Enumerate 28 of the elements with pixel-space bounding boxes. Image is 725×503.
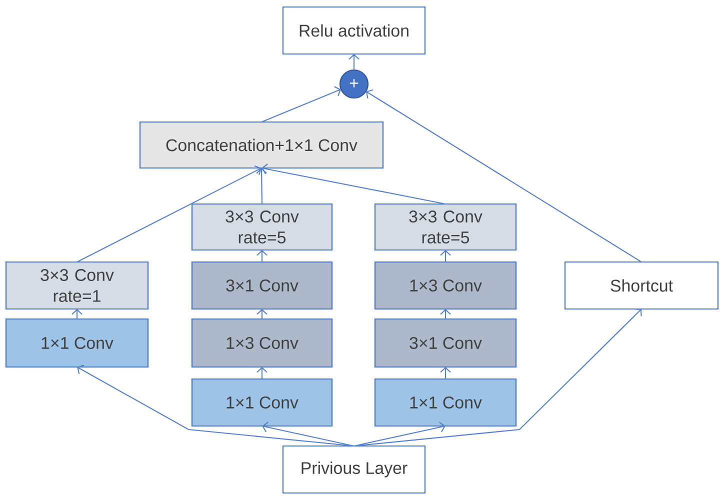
arrow [262,164,446,205]
arrow [348,54,360,70]
layer-box: 1×3 Conv [374,261,517,310]
layer-box: 1×1 Conv [5,318,149,368]
layer-box: Relu activation [282,6,426,55]
layer-box: 3×1 Conv [191,261,333,310]
layer-box: 3×3 Conv rate=5 [374,203,517,251]
layer-box: Concatenation+1×1 Conv [139,121,384,169]
arrow [366,89,642,262]
arrow [256,168,267,204]
arrow [77,364,354,447]
arrow [76,165,262,262]
layer-box: Shortcut [564,261,719,310]
arrow [262,422,354,447]
layer-box: 3×3 Conv rate=1 [5,261,149,310]
arrow [440,367,451,379]
arrow [354,308,642,447]
layer-box: Privious Layer [282,445,426,494]
arrow [354,422,446,447]
layer-box: 3×1 Conv [374,318,517,368]
layer-box: 3×3 Conv rate=5 [191,203,333,251]
layer-box: 1×1 Conv [374,378,517,427]
arrow [440,250,451,262]
layer-box: 1×3 Conv [191,318,333,368]
arrow [261,86,342,122]
arrow [256,250,268,262]
arrow [256,367,268,379]
layer-box: 1×1 Conv [191,378,333,427]
